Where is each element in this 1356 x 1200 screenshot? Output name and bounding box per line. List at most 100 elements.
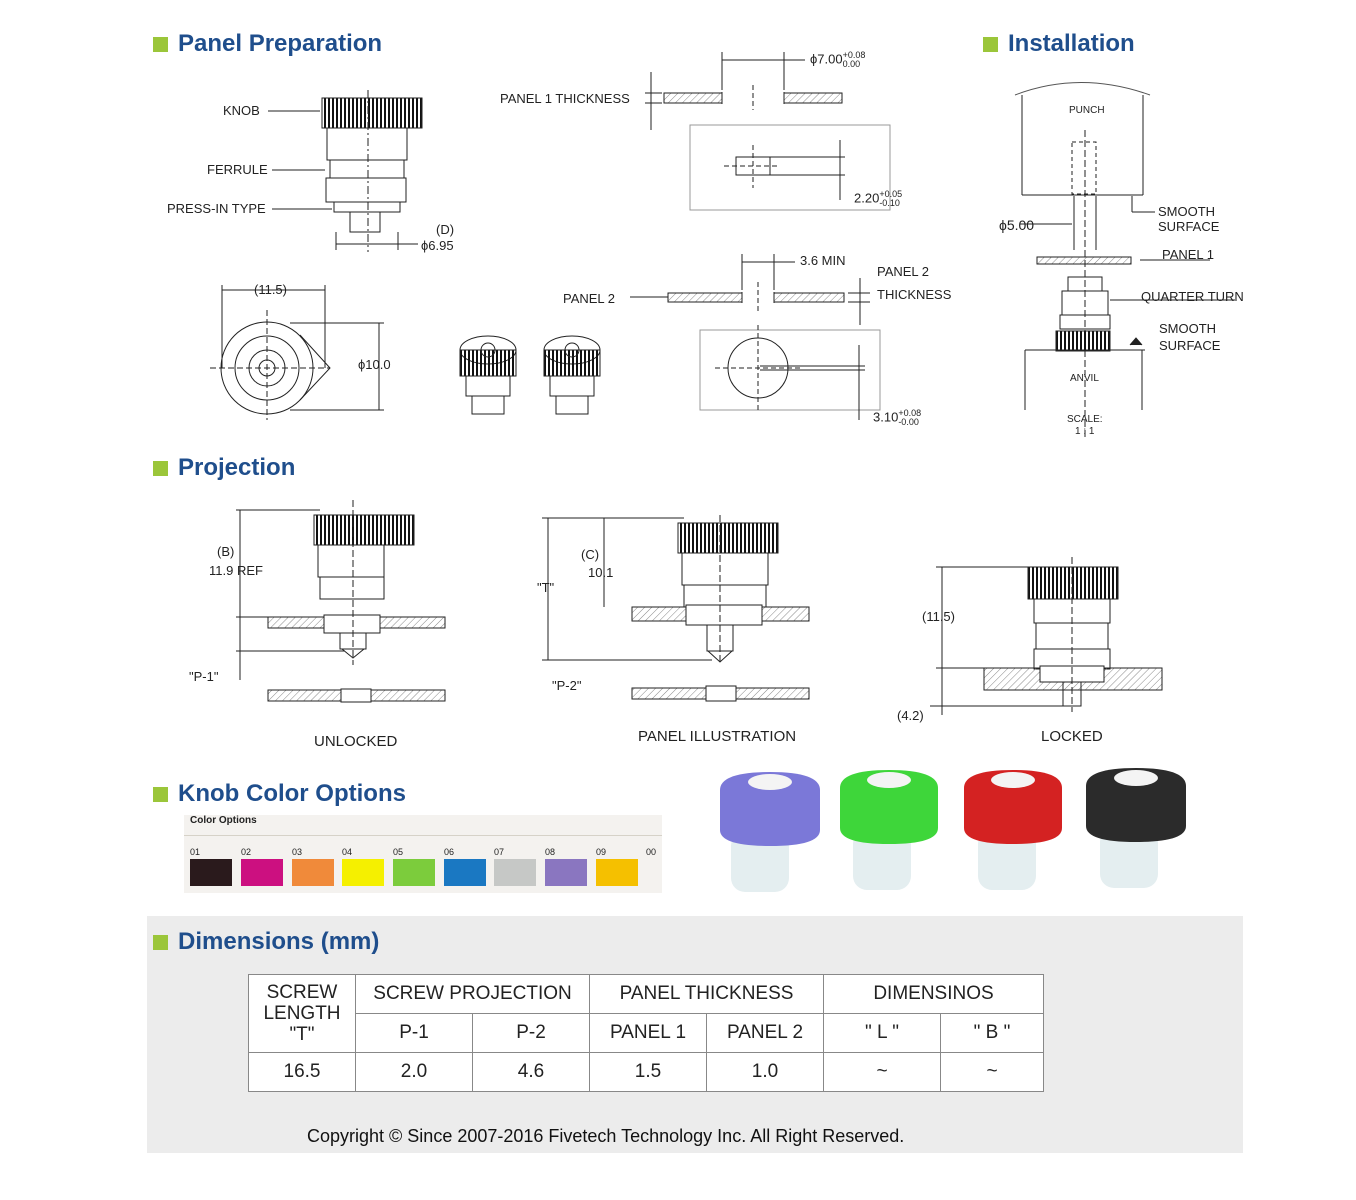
label-smooth-surface-1b: SURFACE <box>1158 219 1220 234</box>
knob-photo-purple <box>720 772 820 892</box>
swatch-num-01: 01 <box>190 847 201 857</box>
knob-photo-green <box>840 770 938 890</box>
table-cell: 1.5 <box>589 1052 707 1092</box>
label-dim-c: (C) <box>581 547 600 562</box>
swatch-num-08: 08 <box>545 847 556 857</box>
bullet-square-icon <box>983 36 998 52</box>
color-options-title: Color Options <box>190 815 257 826</box>
swatch-num-05: 05 <box>393 847 404 857</box>
header-screw-projection: SCREW PROJECTION <box>355 974 590 1014</box>
swatch-06[interactable] <box>444 859 486 886</box>
bullet-square-icon <box>153 36 168 52</box>
label-ferrule: FERRULE <box>207 162 268 177</box>
table-cell: 16.5 <box>248 1052 356 1092</box>
label-anvil: ANVIL <box>1070 373 1099 384</box>
label-press-in-type: PRESS-IN TYPE <box>167 201 266 216</box>
header-b: " B " <box>940 1013 1044 1053</box>
label-t: "T" <box>537 580 555 595</box>
fastener-top-view <box>210 310 331 420</box>
fastener-isometric-1 <box>459 335 517 415</box>
swatch-num-02: 02 <box>241 847 252 857</box>
label-slot-width: 2.20+0.05-0.10 <box>854 189 903 208</box>
label-3-6-min: 3.6 MIN <box>800 253 846 268</box>
label-panel1-thickness: PANEL 1 THICKNESS <box>500 91 630 106</box>
knob-photo-red <box>964 770 1062 890</box>
label-panel2-thickness-b: THICKNESS <box>877 287 952 302</box>
header-p2: P-2 <box>472 1013 590 1053</box>
header-dimensions: DIMENSINOS <box>823 974 1044 1014</box>
caption-unlocked: UNLOCKED <box>314 733 398 750</box>
label-hole2-width: 3.10+0.08-0.00 <box>873 408 922 427</box>
label-smooth-surface-2a: SMOOTH <box>1159 321 1217 336</box>
bullet-square-icon <box>153 934 168 950</box>
header-panel1: PANEL 1 <box>589 1013 707 1053</box>
label-dim-b-value: 11.9 REF <box>209 563 263 578</box>
bullet-square-icon <box>153 460 168 476</box>
label-p2: "P-2" <box>552 678 582 693</box>
label-dim-11-5: (11.5) <box>254 282 287 297</box>
swatch-num-09: 09 <box>596 847 607 857</box>
caption-locked: LOCKED <box>1041 728 1103 745</box>
projection-locked <box>930 557 1163 715</box>
label-smooth-surface-2b: SURFACE <box>1159 338 1221 353</box>
knob-photo-black <box>1086 768 1186 888</box>
table-cell: ~ <box>940 1052 1044 1092</box>
section-title-panel-preparation: Panel Preparation <box>153 30 382 58</box>
table-cell: ~ <box>823 1052 941 1092</box>
fastener-isometric-2 <box>543 335 601 415</box>
swatch-09[interactable] <box>596 859 638 886</box>
bullet-square-icon <box>153 786 168 802</box>
swatch-num-00: 00 <box>646 847 657 857</box>
section-title-projection: Projection <box>153 454 295 482</box>
swatch-08[interactable] <box>545 859 587 886</box>
projection-panel-illustration <box>542 515 810 702</box>
swatch-07[interactable] <box>494 859 536 886</box>
swatch-02[interactable] <box>241 859 283 886</box>
section-title-installation: Installation <box>983 30 1135 58</box>
swatch-04[interactable] <box>342 859 384 886</box>
label-dim-11-5-locked: (11.5) <box>922 609 955 624</box>
table-cell: 2.0 <box>355 1052 473 1092</box>
swatch-03[interactable] <box>292 859 334 886</box>
header-panel2: PANEL 2 <box>706 1013 824 1053</box>
caption-panel-illustration: PANEL ILLUSTRATION <box>638 728 797 745</box>
label-quarter-turn: QUARTER TURN <box>1141 289 1244 304</box>
swatch-num-07: 07 <box>494 847 505 857</box>
fastener-side-view <box>321 90 423 252</box>
label-punch: PUNCH <box>1069 105 1105 116</box>
label-dim-d: (D) <box>436 222 455 237</box>
label-dim-4-2: (4.2) <box>897 708 924 723</box>
section-title-knob-color-options: Knob Color Options <box>153 780 406 808</box>
table-cell: 4.6 <box>472 1052 590 1092</box>
label-dia-5: ϕ5.00 <box>999 217 1035 233</box>
color-options-chart: Color Options 01 02 03 04 05 06 07 08 09… <box>184 815 662 893</box>
label-dim-b: (B) <box>217 544 235 559</box>
swatch-05[interactable] <box>393 859 435 886</box>
header-panel-thickness: PANEL THICKNESS <box>589 974 824 1014</box>
label-panel2-thickness-a: PANEL 2 <box>877 264 930 279</box>
label-dim-c-value: 10.1 <box>588 565 614 580</box>
label-dim-d-value: ϕ6.95 <box>421 238 454 253</box>
label-dim-10: ϕ10.0 <box>358 357 391 372</box>
label-knob: KNOB <box>223 103 260 118</box>
header-l: " L " <box>823 1013 941 1053</box>
header-p1: P-1 <box>355 1013 473 1053</box>
label-smooth-surface-1a: SMOOTH <box>1158 204 1216 219</box>
projection-unlocked <box>236 500 446 703</box>
swatch-01[interactable] <box>190 859 232 886</box>
label-scale: SCALE: <box>1067 414 1103 425</box>
swatch-num-04: 04 <box>342 847 353 857</box>
section-title-dimensions: Dimensions (mm) <box>153 928 379 956</box>
label-p1: "P-1" <box>189 669 219 684</box>
table-cell: 1.0 <box>706 1052 824 1092</box>
label-scale-value: 1 : 1 <box>1075 426 1095 437</box>
installation-diagram <box>1014 82 1235 440</box>
swatch-num-03: 03 <box>292 847 303 857</box>
copyright-text: Copyright © Since 2007-2016 Fivetech Tec… <box>307 1126 905 1146</box>
label-panel2: PANEL 2 <box>563 291 616 306</box>
